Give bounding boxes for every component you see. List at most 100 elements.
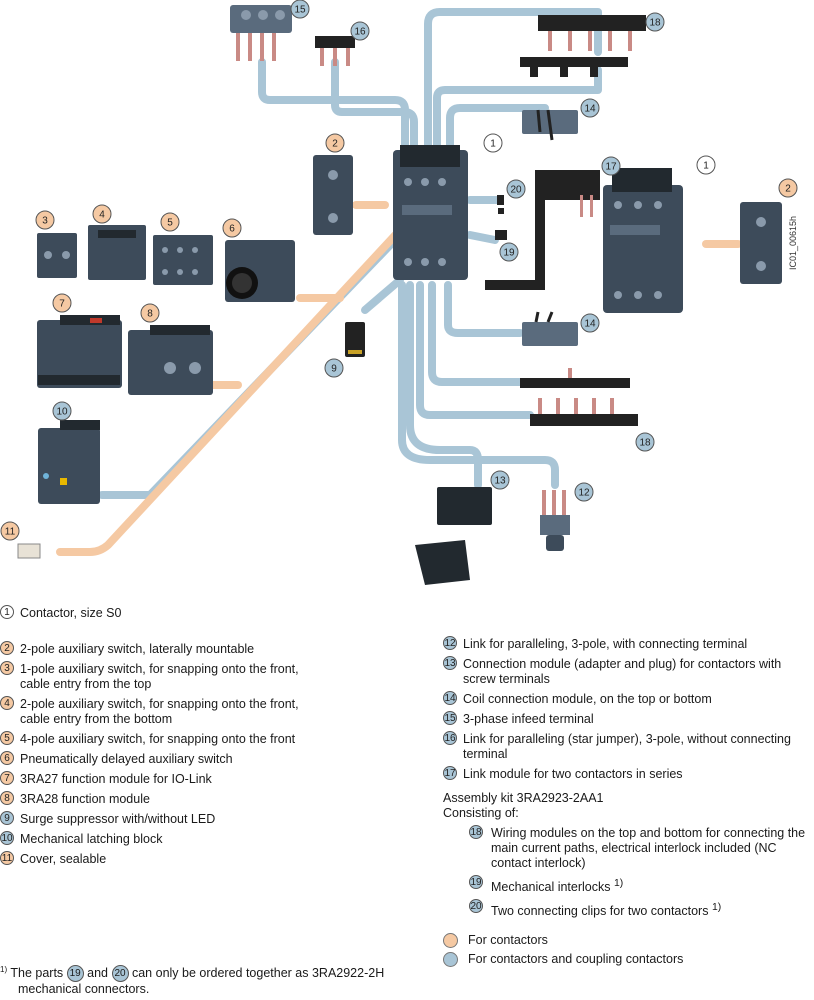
- legend-label: 2-pole auxiliary switch, laterally mount…: [20, 642, 255, 656]
- callout-badge: 17: [443, 766, 457, 780]
- part-link-module-series: [485, 170, 600, 290]
- svg-text:19: 19: [503, 248, 515, 259]
- footnote-text: can only be ordered together as 3RA2922-…: [131, 966, 385, 981]
- callout-badge: 20: [469, 899, 483, 914]
- connector-line-18-bot-b: [416, 281, 534, 419]
- legend-label: Contactor, size S0: [20, 606, 122, 620]
- legend-label: 3-phase infeed terminal: [463, 712, 594, 726]
- svg-text:8: 8: [147, 309, 153, 320]
- part-link-paralleling: [540, 490, 570, 551]
- part-3ra28-module: [128, 325, 213, 395]
- svg-text:13: 13: [494, 476, 506, 487]
- callout-1: 1: [483, 133, 503, 153]
- svg-text:18: 18: [639, 438, 651, 449]
- connector-line-13: [406, 281, 482, 489]
- color-key-label: For contactors: [468, 933, 548, 947]
- footnote: 1) The parts 19 and 20 can only be order…: [0, 962, 384, 997]
- svg-text:11: 11: [5, 527, 16, 538]
- legend-item-17: 17 Link module for two contactors in seri…: [443, 766, 808, 782]
- legend-label: Cover, sealable: [20, 852, 107, 866]
- callout-1: 1: [696, 155, 716, 175]
- callout-15: 15: [290, 0, 310, 19]
- svg-text:20: 20: [510, 185, 522, 196]
- callout-5: 5: [160, 212, 180, 232]
- part-coil-module-top: [522, 109, 578, 141]
- callout-13: 13: [490, 470, 510, 490]
- legend-label: 3RA27 function module for IO-Link: [20, 772, 212, 786]
- part-aux-switch-2pole: [88, 225, 146, 280]
- callout-badge: 9: [0, 811, 14, 825]
- callout-16: 16: [350, 21, 370, 41]
- legend-label: 2-pole auxiliary switch, for snapping on…: [20, 697, 299, 726]
- drawing-code: IC01_00615h: [788, 216, 798, 270]
- connector-line-9: [361, 276, 404, 314]
- svg-text:18: 18: [649, 18, 661, 29]
- legend-label: Wiring modules on the top and bottom for…: [491, 826, 806, 870]
- legend-label: 4-pole auxiliary switch, for snapping on…: [20, 732, 296, 746]
- svg-text:3: 3: [42, 216, 48, 227]
- callout-badge: 2: [0, 641, 14, 655]
- color-key-blue: For contactors and coupling contactors: [443, 952, 684, 967]
- callout-2: 2: [325, 133, 345, 153]
- svg-text:2: 2: [332, 139, 338, 150]
- svg-text:12: 12: [578, 488, 590, 499]
- legend-item-2: 2 2-pole auxiliary switch, laterally moun…: [0, 641, 310, 657]
- connector-line-16: [331, 58, 418, 169]
- callout-badge: 1: [0, 605, 14, 619]
- callout-2: 2: [778, 178, 798, 198]
- svg-text:2: 2: [785, 184, 791, 195]
- connector-line-18-top: [424, 8, 602, 169]
- callout-badge: 15: [443, 711, 457, 725]
- assembly-kit-subtitle: Consisting of:: [443, 806, 519, 820]
- legend-item-15: 15 3-phase infeed terminal: [443, 711, 808, 727]
- orange-swatch: [443, 933, 458, 948]
- svg-text:6: 6: [229, 224, 235, 235]
- callout-badge: 7: [0, 771, 14, 785]
- legend-item-1: 1 Contactor, size S0: [0, 605, 310, 621]
- callout-badge: 19: [469, 875, 483, 889]
- callout-badge: 8: [0, 791, 14, 805]
- legend-label: Coil connection module, on the top or bo…: [463, 692, 712, 706]
- legend-label: 1-pole auxiliary switch, for snapping on…: [20, 662, 299, 691]
- legend-item-7: 7 3RA27 function module for IO-Link: [0, 771, 310, 787]
- svg-text:10: 10: [56, 407, 68, 418]
- connector-line-14-bot: [444, 281, 524, 337]
- part-latching-block: [38, 420, 100, 504]
- svg-text:4: 4: [99, 210, 105, 221]
- callout-14: 14: [580, 98, 600, 118]
- part-infeed-terminal: [230, 5, 292, 61]
- part-io-link-module: [37, 315, 122, 388]
- legend-label: Link for paralleling, 3-pole, with conne…: [463, 637, 748, 651]
- callout-9: 9: [324, 358, 344, 378]
- part-wiring-module-bottom: [520, 368, 638, 426]
- color-key-orange: For contactors: [443, 933, 548, 948]
- legend-item-9: 9 Surge suppressor with/without LED: [0, 811, 310, 827]
- legend-label: Two connecting clips for two contactors: [491, 904, 709, 919]
- part-coil-module-bottom: [522, 311, 578, 346]
- svg-text:5: 5: [167, 218, 173, 229]
- part-connection-module: [415, 487, 492, 585]
- connector-line-18-top-b: [433, 66, 602, 169]
- part-star-jumper: [315, 36, 355, 66]
- svg-text:9: 9: [331, 364, 337, 375]
- callout-badge: 14: [443, 691, 457, 705]
- legend-label: Link module for two contactors in series: [463, 767, 683, 781]
- svg-text:14: 14: [584, 104, 596, 115]
- footnote-ref-badge: 20: [111, 965, 129, 983]
- legend-label: Surge suppressor with/without LED: [20, 812, 216, 826]
- part-aux-switch-4pole: [153, 235, 213, 285]
- part-contactor-right: [603, 168, 683, 313]
- color-key-label: For contactors and coupling contactors: [468, 952, 684, 966]
- legend-label: Mechanical interlocks: [491, 880, 611, 895]
- exploded-view-diagram: IC01_00615h 1122345678910111213141415161…: [0, 0, 798, 585]
- legend-label: Connection module (adapter and plug) for…: [463, 657, 782, 686]
- footnote-text: The parts: [10, 966, 64, 981]
- footnote-mark: 1): [0, 965, 8, 974]
